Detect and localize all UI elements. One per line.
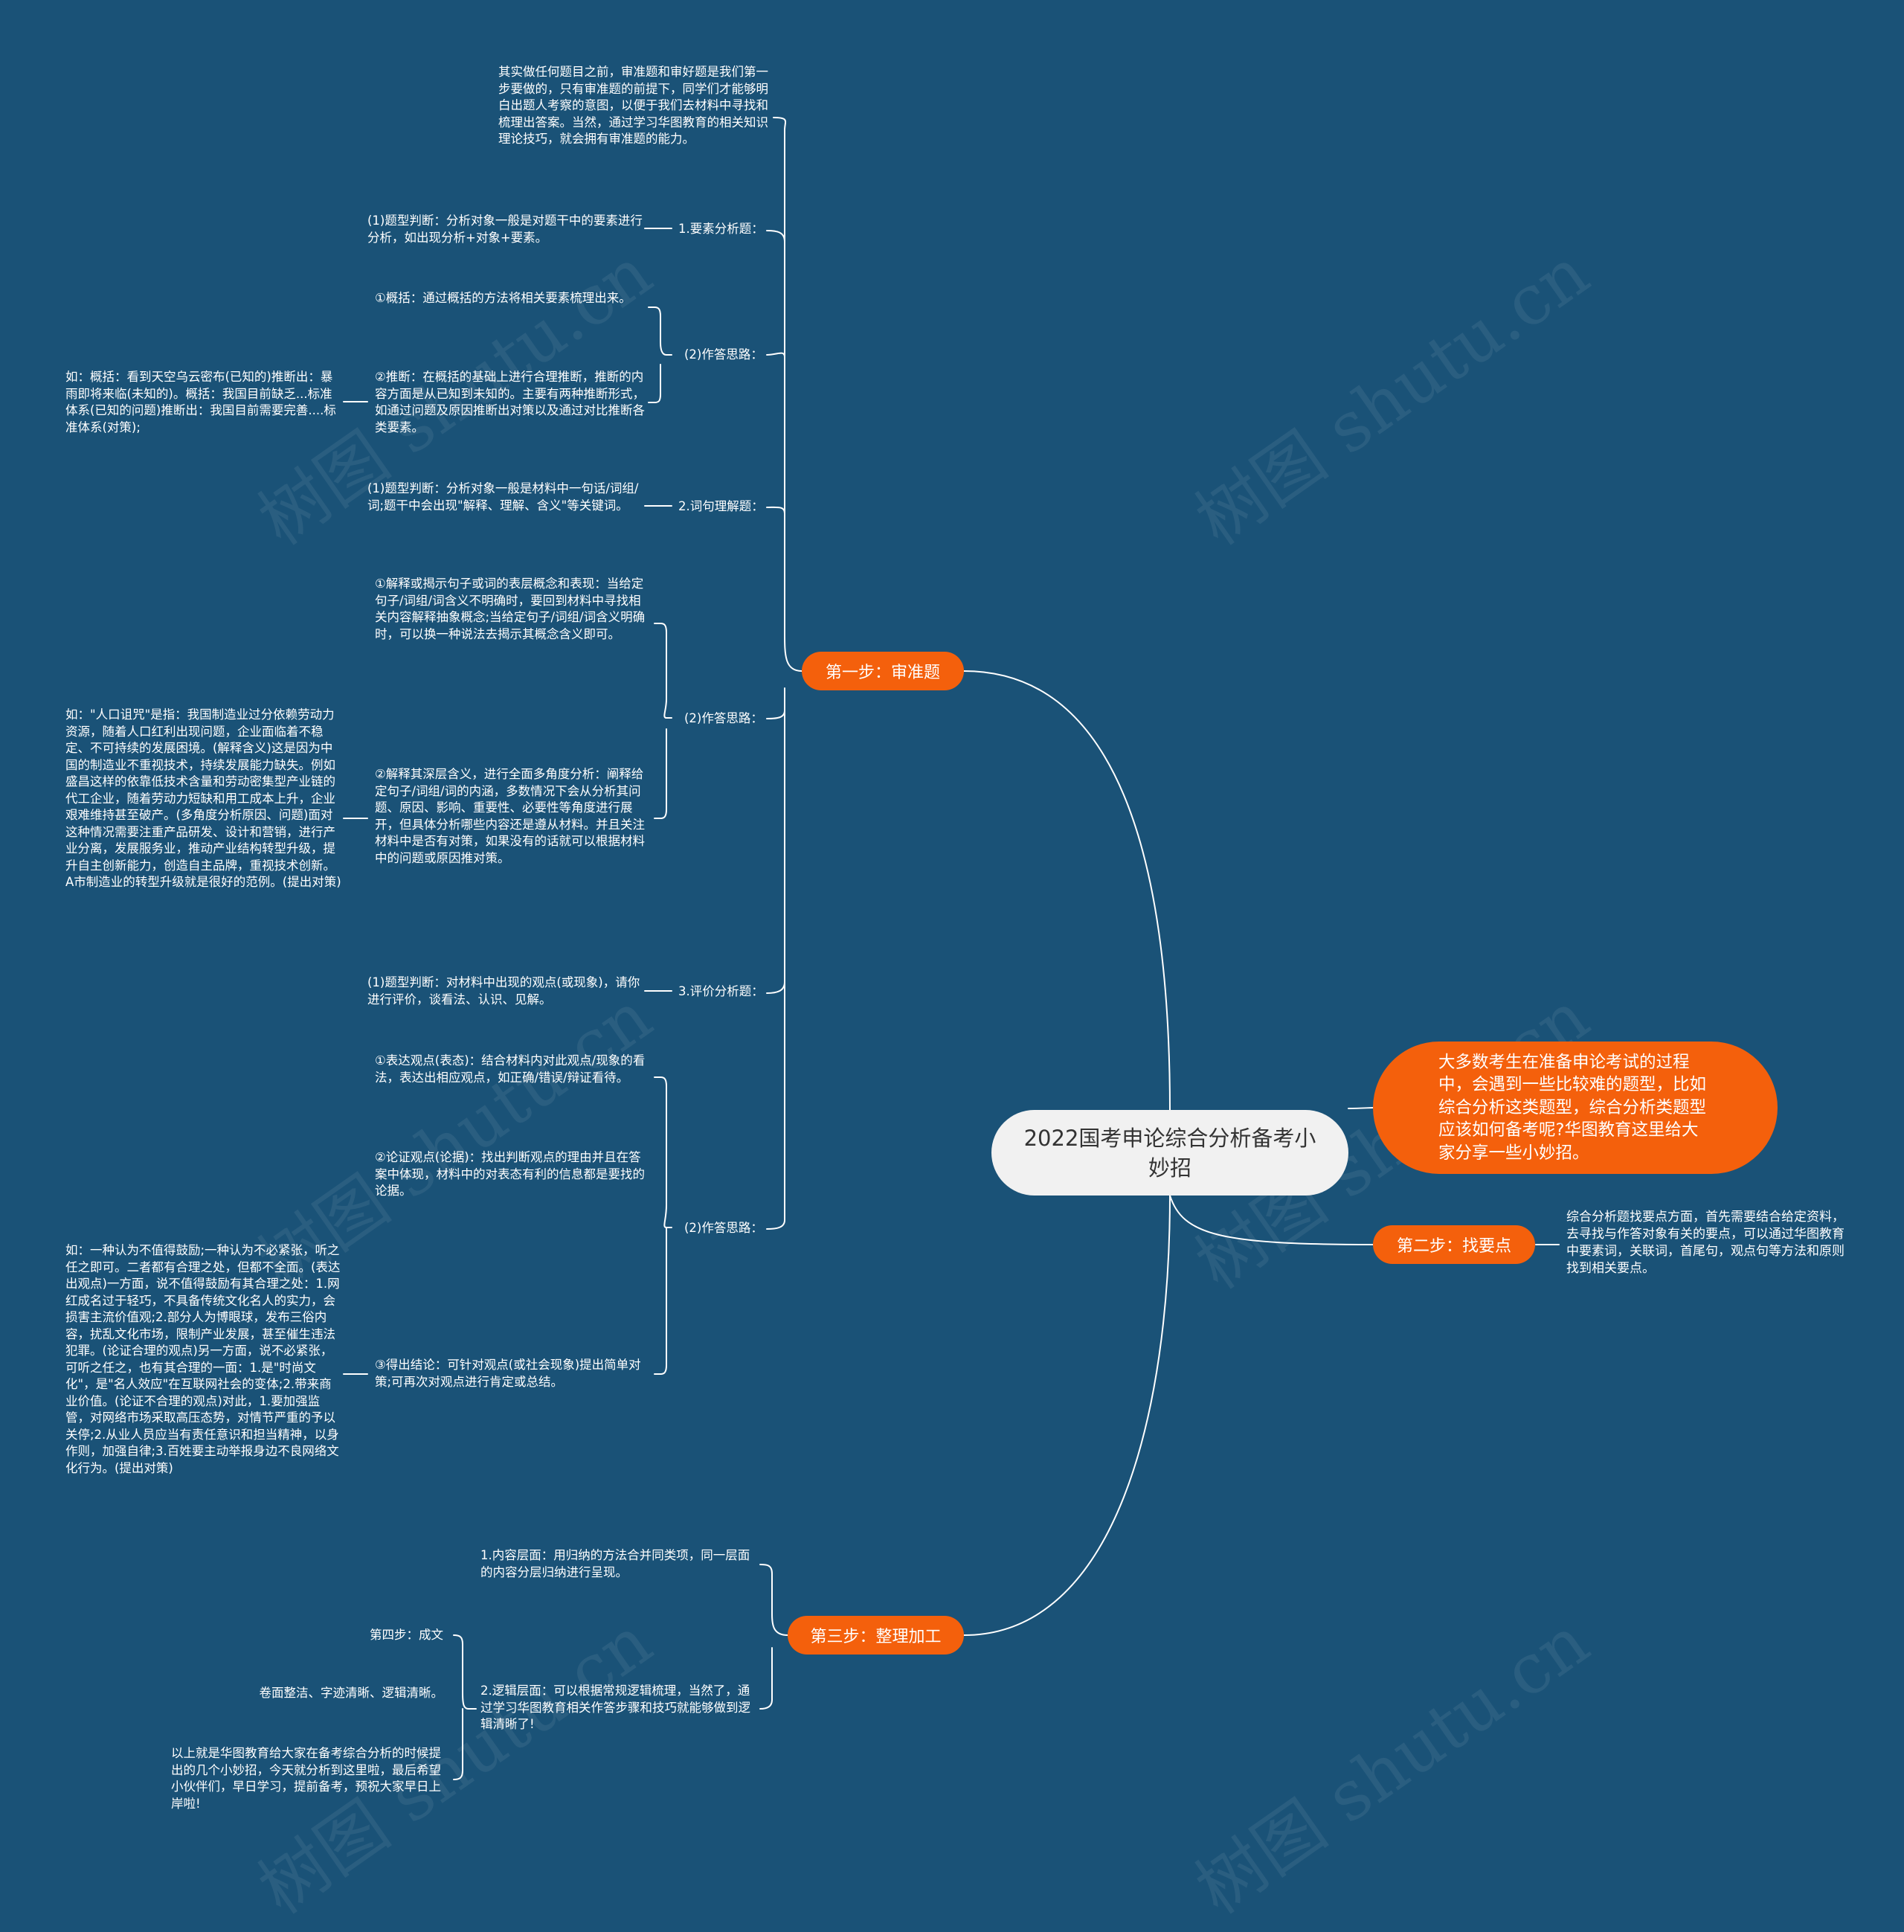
- link-c2-bracket: [453, 1634, 477, 1780]
- mind-map-canvas: 树图 shutu.cn 树图 shutu.cn 树图 shutu.cn 树图 s…: [65, 65, 1844, 1929]
- root-node[interactable]: 2022国考申论综合分析备考小妙招: [991, 1110, 1348, 1196]
- step4-label: 第四步：成文: [370, 1628, 443, 1642]
- q1-judge: (1)题型判断：分析对象一般是对题干中的要素进行分析，如出现分析+对象+要素。: [367, 214, 643, 245]
- q3-label[interactable]: 3.评价分析题：: [678, 984, 764, 998]
- q1-label[interactable]: 1.要素分析题：: [678, 222, 764, 236]
- link-q1-bracket: [648, 307, 672, 403]
- step2-desc: 综合分析题找要点方面，首先需要结合给定资料，去寻找与作答对象有关的要点，可以通过…: [1566, 1210, 1844, 1276]
- q3-judge: (1)题型判断：对材料中出现的观点(或现象)，请你进行评价，谈看法、认识、见解。: [367, 975, 640, 1007]
- step3-closing: 以上就是华图教育给大家在备考综合分析的时候提出的几个小妙招，今天就分析到这里啦，…: [171, 1746, 441, 1811]
- q1-approach-2: ②推断：在概括的基础上进行合理推断，推断的内容方面是从已知到未知的。主要有两种推…: [375, 370, 645, 434]
- q2-approach-2-example: 如："人口诅咒"是指：我国制造业过分依赖劳动力资源，随着人口红利出现问题，企业面…: [65, 707, 341, 889]
- connector-lines: [343, 117, 1560, 1780]
- q2-approach-2: ②解释其深层含义，进行全面多角度分析：阐释给定句子/词组/词的内涵，多数情况下会…: [375, 767, 645, 865]
- link-step3-bracket: [759, 1564, 788, 1710]
- step3-logic-level: 2.逻辑层面：可以根据常规逻辑梳理，当然了，通过学习华图教育相关作答步骤和技巧就…: [480, 1684, 750, 1731]
- q1-approach-1: ①概括：通过概括的方法将相关要素梳理出来。: [375, 291, 631, 305]
- link-q2-bracket: [654, 623, 672, 819]
- intro-text: 大多数考生在准备申论考试的过程中，会遇到一些比较难的题型，比如综合分析这类题型，…: [1438, 1052, 1707, 1163]
- step1-desc: 其实做任何题目之前，审准题和审好题是我们第一步要做的，只有审准题的前提下，同学们…: [498, 65, 768, 146]
- q3-approach-label[interactable]: (2)作答思路：: [684, 1221, 763, 1235]
- step1-node[interactable]: 第一步：审准题: [802, 652, 964, 690]
- root-title: 2022国考申论综合分析备考小妙招: [1023, 1125, 1316, 1181]
- step3-node[interactable]: 第三步：整理加工: [788, 1616, 964, 1655]
- q3-approach-2: ②论证观点(论据)：找出判断观点的理由并且在答案中体现，材料中的对表态有利的信息…: [375, 1150, 645, 1198]
- link-root-step2: [1169, 1195, 1374, 1245]
- q3-approach-3: ③得出结论：可针对观点(或社会现象)提出简单对策;可再次对观点进行肯定或总结。: [375, 1358, 641, 1389]
- link-root-step1: [963, 670, 1171, 1111]
- step4-neat: 卷面整洁、字迹清晰、逻辑清晰。: [259, 1686, 444, 1700]
- q3-approach-1: ①表达观点(表态)：结合材料内对此观点/现象的看法，表达出相应观点，如正确/错误…: [375, 1053, 646, 1085]
- q3-approach-3-example: 如：一种认为不值得鼓励;一种认为不必紧张，听之任之即可。二者都有合理之处，但都不…: [65, 1243, 341, 1475]
- q2-label[interactable]: 2.词句理解题：: [678, 499, 764, 513]
- link-root-step3: [963, 1195, 1171, 1636]
- intro-node[interactable]: 大多数考生在准备申论考试的过程中，会遇到一些比较难的题型，比如综合分析这类题型，…: [1373, 1042, 1778, 1174]
- q2-approach-1: ①解释或揭示句子或词的表层概念和表现：当给定句子/词组/词含义不明确时，要回到材…: [375, 577, 646, 641]
- q1-approach-2-example: 如：概括：看到天空乌云密布(已知的)推断出：暴雨即将来临(未知的)。概括：我国目…: [65, 370, 336, 434]
- q1-approach-label[interactable]: (2)作答思路：: [684, 347, 763, 362]
- link-step1-trunk: [766, 117, 803, 1230]
- step2-node[interactable]: 第二步：找要点: [1373, 1225, 1535, 1264]
- q2-approach-label[interactable]: (2)作答思路：: [684, 711, 763, 725]
- q2-judge: (1)题型判断：分析对象一般是材料中一句话/词组/词;题干中会出现"解释、理解、…: [367, 481, 639, 513]
- step3-content-level: 1.内容层面：用归纳的方法合并同类项，同一层面的内容分层归纳进行呈现。: [480, 1548, 750, 1579]
- link-q3-bracket: [654, 1076, 672, 1375]
